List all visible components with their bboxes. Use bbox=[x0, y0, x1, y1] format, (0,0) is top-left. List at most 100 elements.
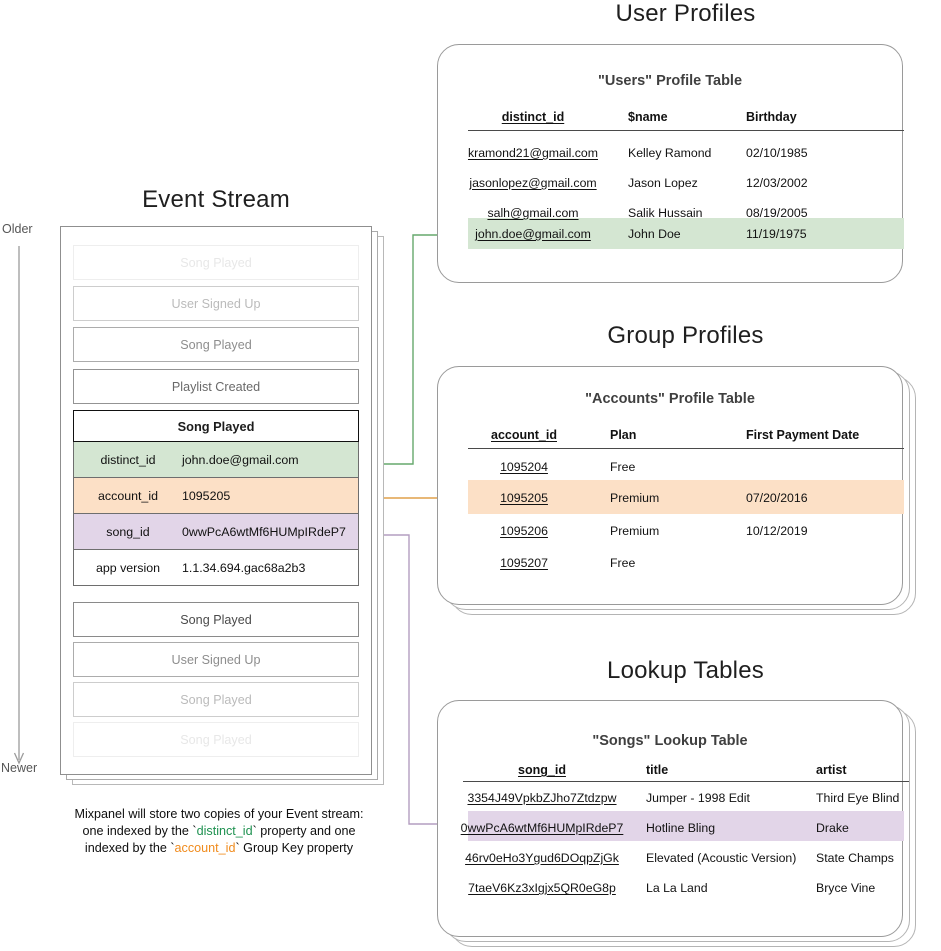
lookup-tables-title: Lookup Tables bbox=[607, 657, 764, 684]
accounts-table-title: "Accounts" Profile Table bbox=[585, 391, 755, 407]
cell-artist: Third Eye Blind bbox=[816, 791, 900, 805]
event-label: Song Played bbox=[180, 255, 252, 270]
songs-table-header: song_id title artist bbox=[438, 759, 902, 781]
table-row[interactable]: 7taeV6Kz3xIgjx5QR0eG8p La La Land Bryce … bbox=[438, 873, 902, 903]
cell-title: La La Land bbox=[646, 881, 708, 895]
event-label: Song Played bbox=[180, 692, 252, 707]
event-stream-caption: Mixpanel will store two copies of your E… bbox=[40, 806, 398, 857]
cell-distinct-id: kramond21@gmail.com bbox=[467, 146, 599, 160]
table-row[interactable]: 1095207 Free bbox=[438, 548, 902, 578]
cell-birthday: 12/03/2002 bbox=[746, 176, 808, 190]
cell-title: Jumper - 1998 Edit bbox=[646, 791, 750, 805]
accounts-table-header: account_id Plan First Payment Date bbox=[438, 424, 902, 446]
focus-event-header: Song Played bbox=[73, 410, 359, 442]
cell-plan: Premium bbox=[610, 524, 660, 538]
caption-key-distinct-id: distinct_id bbox=[196, 824, 253, 838]
songs-row-highlight bbox=[468, 811, 904, 841]
event-label: Song Played bbox=[180, 337, 252, 352]
event-item[interactable]: Song Played bbox=[73, 327, 359, 362]
cell-first-payment-date: 10/12/2019 bbox=[746, 524, 808, 538]
event-property-account-id[interactable]: account_id 1095205 bbox=[73, 478, 359, 514]
property-value: john.doe@gmail.com bbox=[182, 452, 299, 467]
users-profile-card: "Users" Profile Table distinct_id $name … bbox=[437, 44, 904, 283]
accounts-header-rule bbox=[468, 448, 904, 450]
event-item[interactable]: Song Played bbox=[73, 602, 359, 637]
cell-birthday: 02/10/1985 bbox=[746, 146, 808, 160]
table-row[interactable]: 46rv0eHo3Ygud6DOqpZjGk Elevated (Acousti… bbox=[438, 843, 902, 873]
accounts-row-highlight bbox=[468, 480, 904, 514]
event-item[interactable]: Song Played bbox=[73, 722, 359, 757]
caption-line-3-a: indexed by the ` bbox=[84, 841, 175, 855]
column-header-name: $name bbox=[628, 110, 668, 124]
caption-line-2-a: one indexed by the ` bbox=[82, 824, 197, 838]
table-row[interactable]: jasonlopez@gmail.com Jason Lopez 12/03/2… bbox=[438, 168, 902, 198]
cell-plan: Free bbox=[610, 556, 636, 570]
caption-line-2: one indexed by the `distinct_id` propert… bbox=[40, 823, 398, 840]
cell-song-id: 46rv0eHo3Ygud6DOqpZjGk bbox=[465, 851, 619, 865]
users-header-rule bbox=[468, 130, 904, 132]
cell-name: Kelley Ramond bbox=[628, 146, 712, 160]
event-property-distinct-id[interactable]: distinct_id john.doe@gmail.com bbox=[73, 442, 359, 478]
property-value: 1.1.34.694.gac68a2b3 bbox=[182, 560, 306, 575]
focus-event-name: Song Played bbox=[177, 418, 255, 434]
focus-event-card[interactable]: Song Played distinct_id john.doe@gmail.c… bbox=[73, 410, 359, 588]
property-value: 0wwPcA6wtMf6HUMpIRdeP7 bbox=[182, 524, 346, 539]
songs-lookup-card: "Songs" Lookup Table song_id title artis… bbox=[437, 700, 909, 937]
caption-line-2-b: ` property and one bbox=[252, 824, 356, 838]
cell-name: Jason Lopez bbox=[628, 176, 698, 190]
event-item[interactable]: Playlist Created bbox=[73, 369, 359, 404]
caption-line-3: indexed by the `account_id` Group Key pr… bbox=[40, 840, 398, 857]
event-label: Playlist Created bbox=[171, 379, 261, 394]
property-value: 1095205 bbox=[182, 488, 231, 503]
table-row-highlighted[interactable]: john.doe@gmail.com John Doe 11/19/1975 bbox=[438, 219, 902, 249]
users-table-header: distinct_id $name Birthday bbox=[438, 106, 902, 128]
event-property-app-version[interactable]: app version 1.1.34.694.gac68a2b3 bbox=[73, 550, 359, 586]
table-row[interactable]: kramond21@gmail.com Kelley Ramond 02/10/… bbox=[438, 138, 902, 168]
cell-distinct-id: salh@gmail.com bbox=[487, 206, 579, 220]
table-row[interactable]: 1095204 Free bbox=[438, 452, 902, 482]
table-row-highlighted[interactable]: 1095205 Premium 07/20/2016 bbox=[438, 482, 902, 514]
users-table-title: "Users" Profile Table bbox=[597, 73, 743, 89]
table-row-highlighted[interactable]: 0wwPcA6wtMf6HUMpIRdeP7 Hotline Bling Dra… bbox=[438, 813, 902, 843]
user-profiles-title: User Profiles bbox=[615, 0, 756, 27]
cell-name: John Doe bbox=[628, 227, 681, 241]
property-key: account_id bbox=[98, 488, 158, 503]
event-stream-title: Event Stream bbox=[142, 186, 290, 213]
table-row[interactable]: salh@gmail.com Salik Hussain 08/19/2005 bbox=[438, 198, 902, 228]
event-item[interactable]: User Signed Up bbox=[73, 642, 359, 677]
cell-title: Elevated (Acoustic Version) bbox=[646, 851, 797, 865]
event-item[interactable]: Song Played bbox=[73, 682, 359, 717]
cell-title: Hotline Bling bbox=[646, 821, 716, 835]
cell-artist: Bryce Vine bbox=[816, 881, 876, 895]
cell-account-id: 1095206 bbox=[500, 524, 548, 538]
cell-birthday: 08/19/2005 bbox=[746, 206, 808, 220]
cell-distinct-id: john.doe@gmail.com bbox=[475, 227, 591, 241]
column-header-account-id: account_id bbox=[491, 428, 557, 442]
cell-account-id: 1095207 bbox=[500, 556, 548, 570]
column-header-song-id: song_id bbox=[518, 763, 566, 777]
column-header-distinct-id: distinct_id bbox=[501, 110, 565, 124]
column-header-birthday: Birthday bbox=[746, 110, 797, 124]
older-label: Older bbox=[2, 222, 33, 236]
songs-header-rule bbox=[463, 781, 909, 783]
event-item[interactable]: User Signed Up bbox=[73, 286, 359, 321]
property-key: distinct_id bbox=[100, 452, 156, 467]
table-row[interactable]: 1095206 Premium 10/12/2019 bbox=[438, 516, 902, 546]
cell-account-id: 1095205 bbox=[500, 491, 548, 505]
cell-distinct-id: jasonlopez@gmail.com bbox=[469, 176, 597, 190]
newer-label: Newer bbox=[1, 761, 38, 775]
column-header-title: title bbox=[646, 763, 669, 777]
event-label: User Signed Up bbox=[171, 652, 261, 667]
cell-plan: Premium bbox=[610, 491, 660, 505]
event-label: Song Played bbox=[180, 612, 252, 627]
caption-key-account-id: account_id bbox=[174, 841, 236, 855]
event-property-song-id[interactable]: song_id 0wwPcA6wtMf6HUMpIRdeP7 bbox=[73, 514, 359, 550]
cell-account-id: 1095204 bbox=[500, 460, 548, 474]
caption-line-1: Mixpanel will store two copies of your E… bbox=[74, 807, 364, 821]
cell-song-id: 7taeV6Kz3xIgjx5QR0eG8p bbox=[468, 881, 616, 895]
event-label: Song Played bbox=[180, 732, 252, 747]
cell-song-id: 0wwPcA6wtMf6HUMpIRdeP7 bbox=[460, 821, 624, 835]
event-item[interactable]: Song Played bbox=[73, 245, 359, 280]
table-row[interactable]: 3354J49VpkbZJho7Ztdzpw Jumper - 1998 Edi… bbox=[438, 783, 902, 813]
